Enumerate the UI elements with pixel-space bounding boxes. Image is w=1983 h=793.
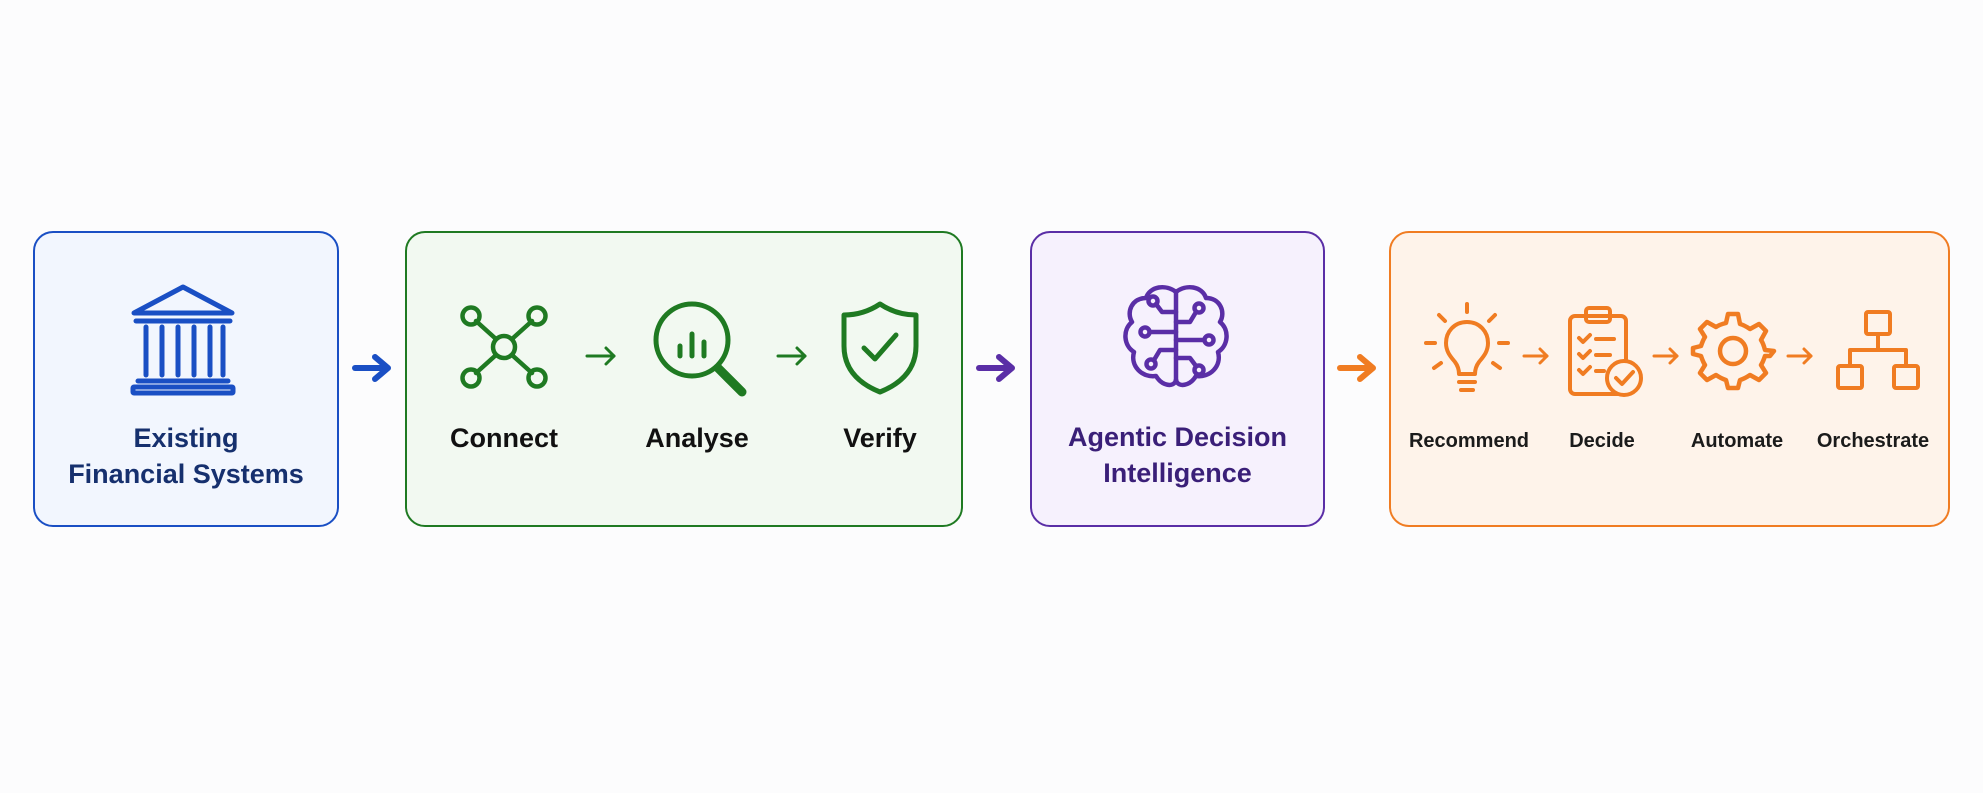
lightbulb-icon [1422,300,1512,400]
action-step-label-orchestrate: Orchestrate [1816,430,1930,452]
actions-box [1389,231,1950,527]
step-arrow-automate-orchestrate [1786,346,1814,366]
step-arrow-connect-analyse [585,345,617,367]
process-box [405,231,963,527]
gear-icon [1690,310,1777,392]
step-arrow-analyse-verify [776,345,808,367]
network-nodes-icon [458,305,550,389]
flow-arrow-orange [1336,352,1378,384]
step-arrow-recommend-decide [1522,346,1550,366]
intelligence-label-line1: Agentic Decision [1067,422,1288,452]
intelligence-label-line2: Intelligence [1103,458,1252,488]
flow-arrow-purple [975,352,1017,384]
process-step-label-verify: Verify [843,423,917,453]
magnifier-chart-icon [650,298,750,398]
step-arrow-decide-automate [1652,346,1680,366]
brain-circuit-icon [1120,282,1232,392]
action-step-label-recommend: Recommend [1408,430,1530,452]
clipboard-check-icon [1566,304,1646,400]
existing-systems-label-line1: Existing [133,423,239,453]
process-step-label-analyse: Analyse [645,423,749,453]
process-step-label-connect: Connect [450,423,558,453]
hierarchy-icon [1834,310,1922,392]
bank-icon [128,283,238,396]
action-step-label-automate: Automate [1690,430,1784,452]
shield-check-icon [840,300,920,396]
existing-systems-label-line2: Financial Systems [68,459,304,489]
action-step-label-decide: Decide [1569,430,1635,452]
flow-arrow-blue [351,352,393,384]
